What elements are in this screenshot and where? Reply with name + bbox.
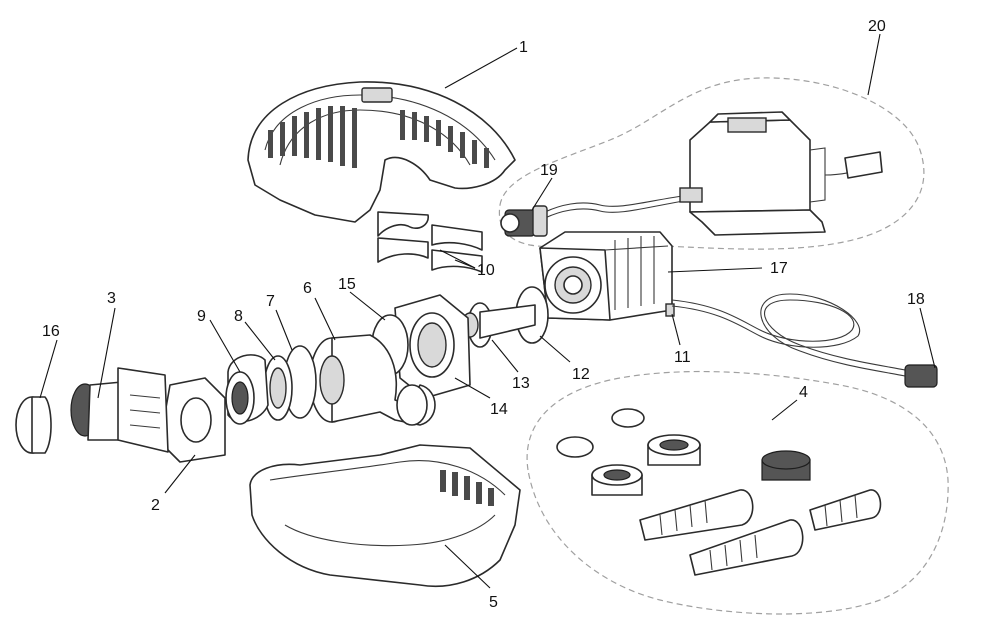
pump-flange <box>394 294 471 399</box>
callout-10: 10 <box>477 262 495 279</box>
hose-adapter-b <box>689 519 804 576</box>
transformer <box>544 111 883 236</box>
callout-19: 19 <box>540 162 558 179</box>
pump-housing <box>309 334 436 426</box>
leader-lines <box>39 33 936 589</box>
callout-16: 16 <box>42 323 60 340</box>
callout-1: 1 <box>519 39 528 56</box>
callout-15: 15 <box>338 276 356 293</box>
lower-housing <box>249 444 521 588</box>
upper-cover <box>247 81 516 223</box>
nut-b <box>591 464 643 496</box>
callout-13: 13 <box>512 375 530 392</box>
callout-14: 14 <box>490 401 508 418</box>
end-cap <box>15 396 52 454</box>
motor <box>539 231 673 321</box>
callout-17: 17 <box>770 260 788 277</box>
callout-2: 2 <box>151 497 160 514</box>
callout-9: 9 <box>197 308 206 325</box>
nut-a <box>647 434 701 466</box>
accessory-group-outline <box>526 370 949 615</box>
threaded-ring <box>263 355 293 421</box>
callout-4: 4 <box>799 384 808 401</box>
pin <box>665 303 675 317</box>
plug-connector <box>500 205 548 237</box>
callout-3: 3 <box>107 290 116 307</box>
callout-6: 6 <box>303 280 312 297</box>
hose-adapter-a <box>639 489 754 541</box>
power-cable <box>671 293 938 388</box>
union-nut <box>225 354 269 425</box>
cover-slots <box>268 106 489 168</box>
clips <box>377 211 483 273</box>
callout-labels: 1 2 3 4 5 6 7 8 9 10 11 12 13 14 15 16 1… <box>42 18 925 611</box>
accessory-set <box>556 408 882 576</box>
callout-12: 12 <box>572 366 590 383</box>
callout-20: 20 <box>868 18 886 35</box>
callout-5: 5 <box>489 594 498 611</box>
callout-18: 18 <box>907 291 925 308</box>
nut-c <box>761 450 811 481</box>
callout-11: 11 <box>674 349 691 366</box>
hose-adapter-c <box>809 489 882 531</box>
impeller-shaft <box>461 302 536 348</box>
inlet-filter <box>70 367 169 453</box>
callout-8: 8 <box>234 308 243 325</box>
mounting-plate <box>159 377 226 463</box>
callout-7: 7 <box>266 293 275 310</box>
